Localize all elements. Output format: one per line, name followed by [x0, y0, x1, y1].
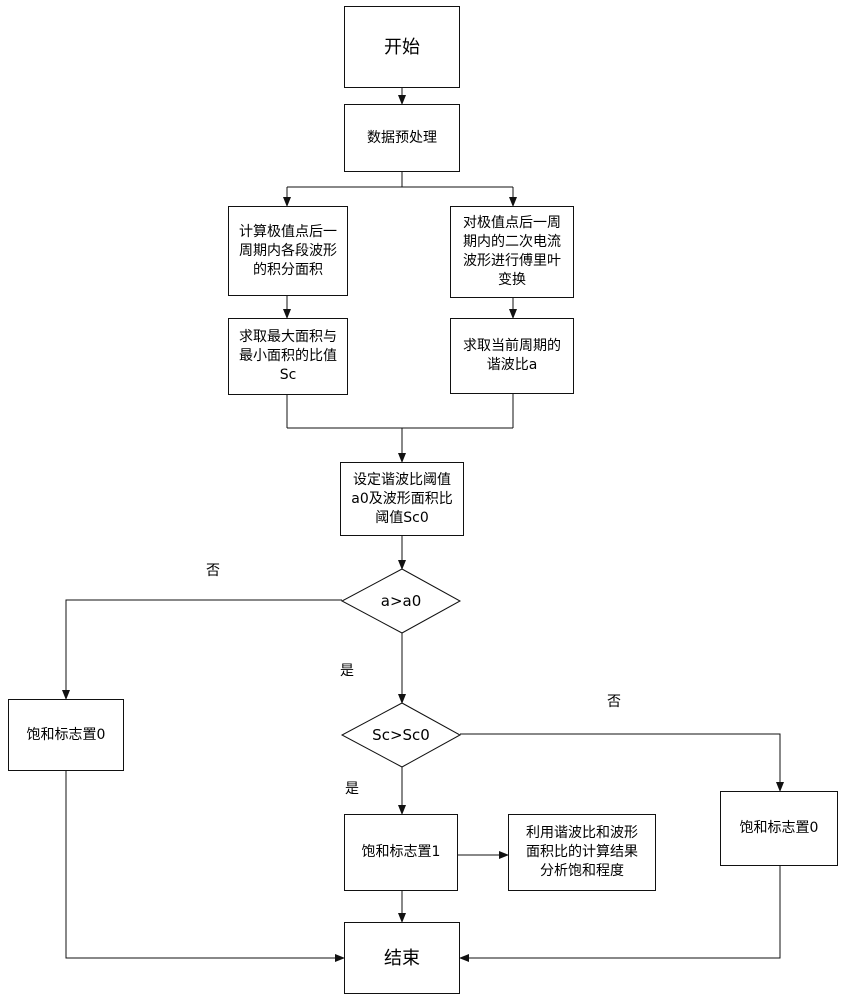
- harmonic-node: 求取当前周期的 谐波比a: [450, 318, 574, 394]
- edge-cond2-no: [460, 733, 784, 792]
- analyze-node: 利用谐波比和波形 面积比的计算结果 分析饱和程度: [508, 814, 656, 891]
- preprocess-node: 数据预处理: [344, 104, 460, 172]
- edge-flag0left-end: [65, 771, 345, 962]
- decision-diamond-sc: [340, 702, 462, 768]
- edge-flag0right-end: [459, 866, 781, 962]
- flag0-left-node: 饱和标志置0: [8, 699, 124, 771]
- decision-diamond-a: [340, 568, 462, 634]
- end-node: 结束: [344, 922, 460, 994]
- no-label-2: 否: [607, 694, 621, 710]
- ratio-sc-node: 求取最大面积与 最小面积的比值 Sc: [228, 318, 348, 395]
- yes-label-1: 是: [340, 663, 354, 679]
- yes-label-2: 是: [345, 781, 359, 797]
- integral-node: 计算极值点后一 周期内各段波形 的积分面积: [228, 206, 348, 296]
- edge-cond1-no: [62, 599, 342, 700]
- flag1-node: 饱和标志置1: [344, 814, 458, 891]
- cond1-label: a>a0: [380, 592, 422, 610]
- no-label-1: 否: [206, 563, 220, 579]
- threshold-node: 设定谐波比阈值 a0及波形面积比 阈值Sc0: [340, 462, 464, 536]
- fourier-node: 对极值点后一周 期内的二次电流 波形进行傅里叶 变换: [450, 206, 574, 298]
- cond2-label: Sc>Sc0: [372, 726, 430, 744]
- start-node: 开始: [344, 6, 460, 88]
- flag0-right-node: 饱和标志置0: [720, 791, 838, 866]
